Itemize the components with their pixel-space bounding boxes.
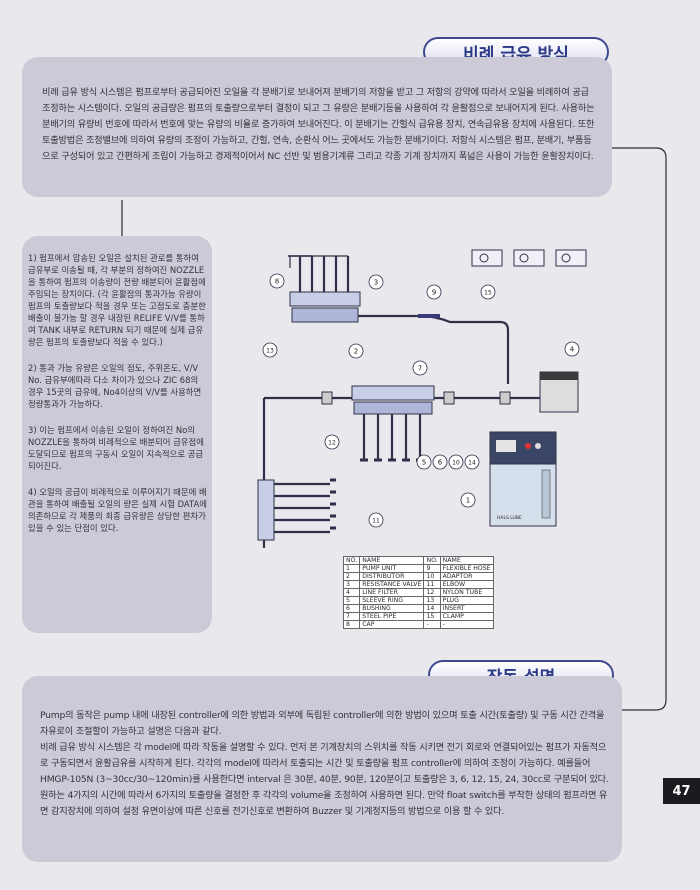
- table-cell: 4: [342, 588, 361, 597]
- callout-13: 13: [262, 342, 278, 358]
- top-description-text: 비례 급유 방식 시스템은 펌프로부터 공급되어진 오일을 각 분배기로 보내어…: [42, 87, 595, 162]
- table-cell: 2: [342, 572, 361, 581]
- table-cell: 13: [423, 596, 441, 605]
- table-cell: CAP: [359, 620, 425, 629]
- parts-header-cell: NO.: [423, 556, 441, 565]
- table-cell: NYLON TUBE: [439, 588, 494, 597]
- callout-5: 5: [416, 454, 432, 470]
- table-cell: CLAMP: [439, 612, 494, 621]
- callout-7: 7: [412, 360, 428, 376]
- callout-11: 11: [368, 512, 384, 528]
- svg-text:11: 11: [372, 518, 380, 525]
- svg-text:6: 6: [438, 459, 443, 467]
- callout-6: 6: [432, 454, 448, 470]
- top-description-box: [22, 57, 612, 197]
- page-number: 47: [663, 778, 700, 804]
- parts-header-cell: NAME: [439, 556, 494, 565]
- svg-text:7: 7: [418, 365, 422, 373]
- svg-text:3: 3: [374, 279, 378, 287]
- table-cell: 5: [342, 596, 361, 605]
- svg-text:12: 12: [328, 440, 336, 447]
- pump-label: HALS LUBE: [497, 515, 522, 521]
- callout-9: 9: [426, 284, 442, 300]
- callout-8: 8: [269, 273, 285, 289]
- note-item: 3) 이는 펌프에서 이송된 오일이 정하여진 No의 NOZZLE을 통하여 …: [28, 425, 204, 471]
- table-cell: 7: [342, 612, 361, 621]
- table-cell: DISTRIBUTOR: [359, 572, 425, 581]
- svg-text:9: 9: [432, 289, 436, 297]
- table-cell: -: [423, 620, 441, 629]
- table-cell: LINE FILTER: [359, 588, 425, 597]
- table-cell: INSERT: [439, 604, 494, 613]
- table-cell: 11: [423, 580, 441, 589]
- svg-text:8: 8: [275, 278, 279, 286]
- table-cell: RESISTANCE VALVE: [359, 580, 425, 589]
- table-cell: SLEEVE RING: [359, 596, 425, 605]
- svg-text:14: 14: [468, 460, 476, 467]
- bottom-description-box: [22, 676, 622, 862]
- svg-text:1: 1: [466, 497, 470, 505]
- callout-14: 14: [464, 454, 480, 470]
- callout-10: 10: [448, 454, 464, 470]
- table-cell: FLEXIBLE HOSE: [439, 564, 494, 573]
- callout-3: 3: [368, 274, 384, 290]
- table-cell: PLUG: [439, 596, 494, 605]
- notes-list: 1) 펌프에서 압송된 오일은 설치된 관로를 통하여 급유부로 이송될 때, …: [28, 252, 208, 548]
- table-cell: ADAPTOR: [439, 572, 494, 581]
- table-cell: 9: [423, 564, 441, 573]
- table-cell: 8: [342, 620, 361, 629]
- note-item: 2) 통과 가능 유량은 오일의 점도, 주위온도, V/V No. 급유부에따…: [28, 363, 202, 409]
- callout-12: 12: [324, 434, 340, 450]
- callout-1: 1: [460, 492, 476, 508]
- table-cell: ELBOW: [439, 580, 494, 589]
- table-cell: 3: [342, 580, 361, 589]
- bottom-description-text-2: 비례 급유 방식 시스템은 각 model에 따라 작동을 설명할 수 있다. …: [40, 742, 609, 817]
- table-cell: 14: [423, 604, 441, 613]
- bottom-description-text-1: Pump의 동작은 pump 내에 내장된 controller에 의한 방법과…: [40, 710, 605, 737]
- table-cell: -: [439, 620, 494, 629]
- svg-text:2: 2: [354, 348, 358, 356]
- callout-2: 2: [348, 343, 364, 359]
- note-item: 4) 오일의 공급이 비례적으로 이루어지기 때문에 배관을 통하여 배출될 오…: [28, 487, 207, 533]
- parts-header-cell: NO.: [342, 556, 361, 565]
- table-cell: 10: [423, 572, 441, 581]
- svg-text:10: 10: [452, 460, 460, 467]
- table-cell: 15: [423, 612, 441, 621]
- svg-text:15: 15: [484, 290, 492, 297]
- table-cell: PUMP UNIT: [359, 564, 425, 573]
- note-item: 1) 펌프에서 압송된 오일은 설치된 관로를 통하여 급유부로 이송될 때, …: [28, 253, 206, 347]
- table-cell: STEEL PIPE: [359, 612, 425, 621]
- callout-4: 4: [564, 341, 580, 357]
- table-cell: 1: [342, 564, 361, 573]
- notes-box: [22, 236, 212, 633]
- svg-text:5: 5: [422, 459, 426, 467]
- table-cell: 12: [423, 588, 441, 597]
- callout-15: 15: [480, 284, 496, 300]
- parts-header-cell: NAME: [359, 556, 425, 565]
- svg-text:4: 4: [570, 346, 575, 354]
- svg-text:13: 13: [266, 348, 274, 355]
- table-cell: BUSHING: [359, 604, 425, 613]
- table-cell: 6: [342, 604, 361, 613]
